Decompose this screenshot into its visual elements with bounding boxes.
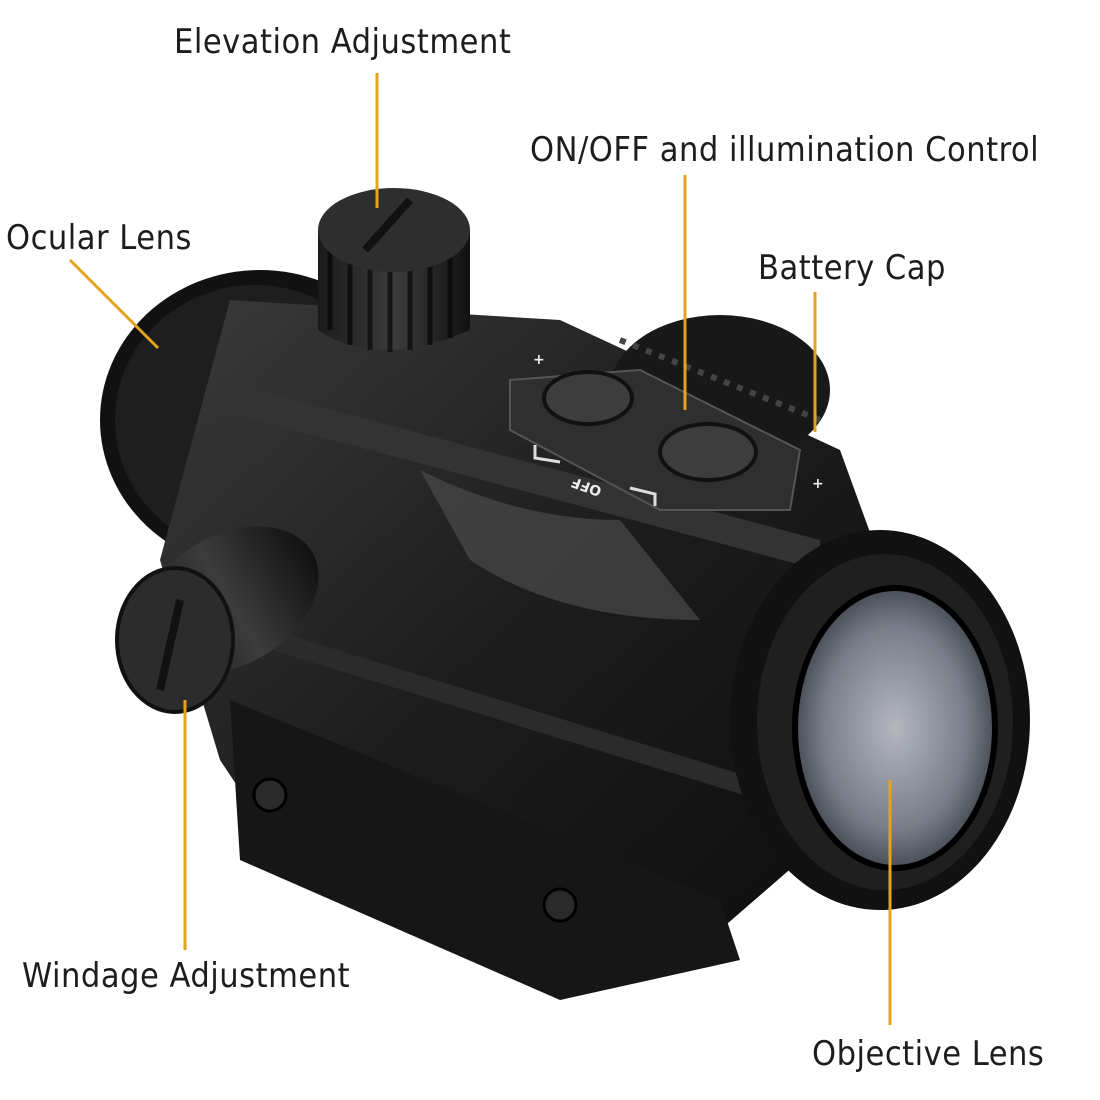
mount-screw bbox=[542, 887, 578, 923]
label-objective-lens: Objective Lens bbox=[812, 1034, 1045, 1074]
windage-knob bbox=[115, 526, 319, 714]
illumination-down-button bbox=[658, 422, 758, 482]
label-battery-cap: Battery Cap bbox=[758, 248, 946, 288]
label-elevation-adjustment: Elevation Adjustment bbox=[174, 22, 512, 62]
control-panel bbox=[509, 368, 802, 511]
leader-ocular bbox=[68, 258, 160, 350]
label-onoff-illumination-control: ON/OFF and illumination Control bbox=[530, 130, 1040, 170]
elevation-knob bbox=[318, 188, 470, 352]
objective-lens bbox=[730, 530, 1030, 910]
illumination-up-button bbox=[542, 370, 634, 426]
label-windage-adjustment: Windage Adjustment bbox=[22, 956, 351, 996]
plus-marking-top: + bbox=[533, 352, 545, 368]
label-ocular-lens: Ocular Lens bbox=[6, 218, 192, 258]
plus-marking-right: + bbox=[812, 476, 824, 492]
mount-screw bbox=[252, 777, 288, 813]
leader-lines bbox=[68, 73, 892, 1025]
